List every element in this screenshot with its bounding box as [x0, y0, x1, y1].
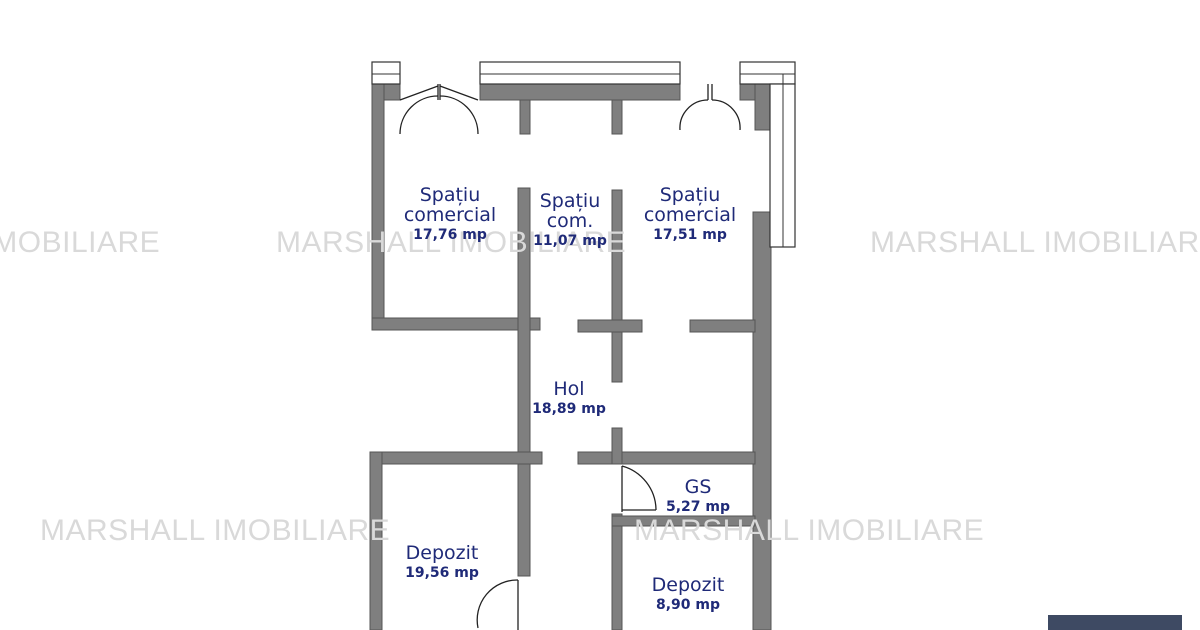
wall-right-upper	[754, 83, 771, 131]
partition-depozit	[517, 463, 531, 577]
room-label-hol: Hol 18,89 mp	[524, 378, 614, 417]
doors	[399, 84, 741, 630]
room-label-depozit-right: Depozit 8,90 mp	[638, 574, 738, 613]
room-area: 17,76 mp	[413, 226, 487, 243]
room-name: Depozit	[405, 542, 479, 564]
partition-2	[611, 189, 623, 383]
room-label-shop-left: Spațiu comercial 17,76 mp	[395, 184, 505, 243]
wall-gs-lower	[611, 515, 756, 527]
frame-top-left	[371, 61, 401, 85]
wall-hol-lower-right	[577, 451, 756, 465]
wall-top-middle	[479, 83, 681, 101]
room-name: Hol	[553, 378, 585, 400]
wall-under-right-shop	[689, 319, 756, 333]
wall-left-upper	[371, 83, 385, 331]
frame-top-right	[739, 61, 796, 85]
stub-gs	[611, 427, 623, 465]
frame-top-middle	[479, 61, 681, 85]
watermark-lower-right: MARSHALL IMOBILIARE	[634, 514, 985, 547]
room-area: 18,89 mp	[532, 400, 606, 417]
wall-left-lower	[369, 451, 383, 630]
room-name: Depozit	[651, 574, 725, 596]
room-label-shop-right: Spațiu comercial 17,51 mp	[634, 184, 746, 243]
room-label-shop-middle: Spațiu com. 11,07 mp	[527, 190, 613, 249]
wall-gs-left	[611, 513, 623, 630]
watermark-center: MARSHALL IMOBILIARE	[276, 226, 627, 259]
room-area: 11,07 mp	[533, 232, 607, 249]
wall-right-main	[752, 211, 772, 630]
wall-under-left-shop	[371, 317, 541, 331]
room-area: 5,27 mp	[665, 498, 731, 515]
frame-lines	[372, 73, 795, 247]
watermark-right: MARSHALL IMOBILIARE	[870, 226, 1200, 259]
room-area: 19,56 mp	[405, 564, 479, 581]
room-area: 17,51 mp	[653, 226, 727, 243]
mullion-1	[519, 99, 531, 135]
room-area: 8,90 mp	[655, 596, 721, 613]
room-name: Spațiu comercial	[643, 184, 737, 226]
corner-box	[1048, 615, 1182, 630]
walls	[369, 83, 772, 630]
cross-wall	[577, 319, 643, 333]
room-label-depozit-left: Depozit 19,56 mp	[390, 542, 494, 581]
mullion-2	[611, 99, 623, 135]
room-name: Spațiu comercial	[403, 184, 497, 226]
room-name: Spațiu com.	[539, 190, 601, 232]
room-label-gs: GS 5,27 mp	[656, 476, 740, 515]
watermark-left: MARSHALL IMOBILIARE	[0, 226, 161, 259]
room-name: GS	[684, 476, 712, 498]
watermark-lower-left: MARSHALL IMOBILIARE	[40, 514, 391, 547]
wall-hol-lower-left	[369, 451, 543, 465]
